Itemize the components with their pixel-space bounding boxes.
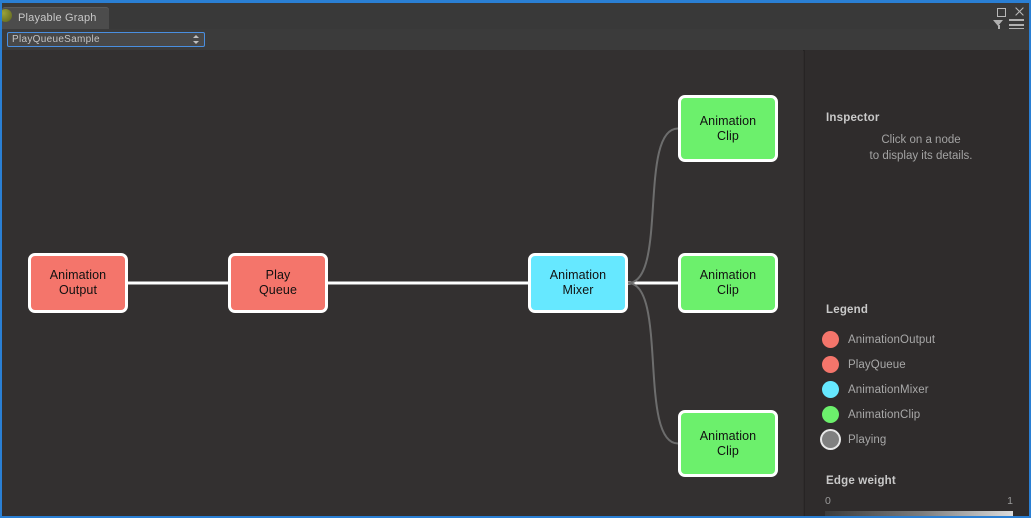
edge-weight-scale: 0 1 [825,495,1013,507]
close-icon[interactable] [1014,6,1025,17]
legend-swatch-icon [822,406,839,423]
filter-icon[interactable] [993,20,1004,29]
inspector-hint: Click on a node to display its details. [826,132,1016,164]
graph-edge-layer [128,127,679,445]
inspector-title: Inspector [826,112,880,124]
graph-selector-value: PlayQueueSample [12,34,100,45]
legend-label: AnimationOutput [848,333,936,346]
legend-title: Legend [826,304,869,316]
side-panel: Inspector Click on a node to display its … [804,50,1029,516]
legend-label: PlayQueue [848,358,906,371]
legend-item: Playing [822,427,1022,452]
inspector-hint-line-1: to display its details. [869,150,973,162]
updown-arrows-icon [192,34,200,45]
graph-selector-dropdown[interactable]: PlayQueueSample [7,32,205,47]
graph-selector-bar: PlayQueueSample [2,29,1029,51]
graph-edge-animation-mixer-to-animation-clip-bot [627,282,679,445]
window-buttons [996,6,1025,17]
tab-playable-graph[interactable]: Playable Graph [2,7,109,29]
window-titlebar: Playable Graph [2,3,1029,30]
graph-edge-animation-mixer-to-animation-clip-top [627,127,679,284]
edge-weight-max: 1 [1007,495,1013,507]
legend-label: AnimationMixer [848,383,929,396]
edge-weight-title: Edge weight [826,475,896,487]
legend-item: AnimationMixer [822,377,1022,402]
playable-graph-icon [2,9,12,22]
legend-swatch-icon [822,381,839,398]
legend-label: AnimationClip [848,408,921,421]
legend-item: AnimationClip [822,402,1022,427]
legend-item: PlayQueue [822,352,1022,377]
legend-label: Playing [848,433,887,446]
inspector-hint-line-0: Click on a node [881,134,961,146]
legend-swatch-icon [822,331,839,348]
tab-label: Playable Graph [18,12,97,24]
maximize-icon[interactable] [996,6,1007,17]
legend-swatch-icon [822,431,839,448]
edge-weight-min: 0 [825,495,831,507]
edge-weight-gradient [825,511,1013,516]
legend-item: AnimationOutput [822,327,1022,352]
legend-swatch-icon [822,356,839,373]
